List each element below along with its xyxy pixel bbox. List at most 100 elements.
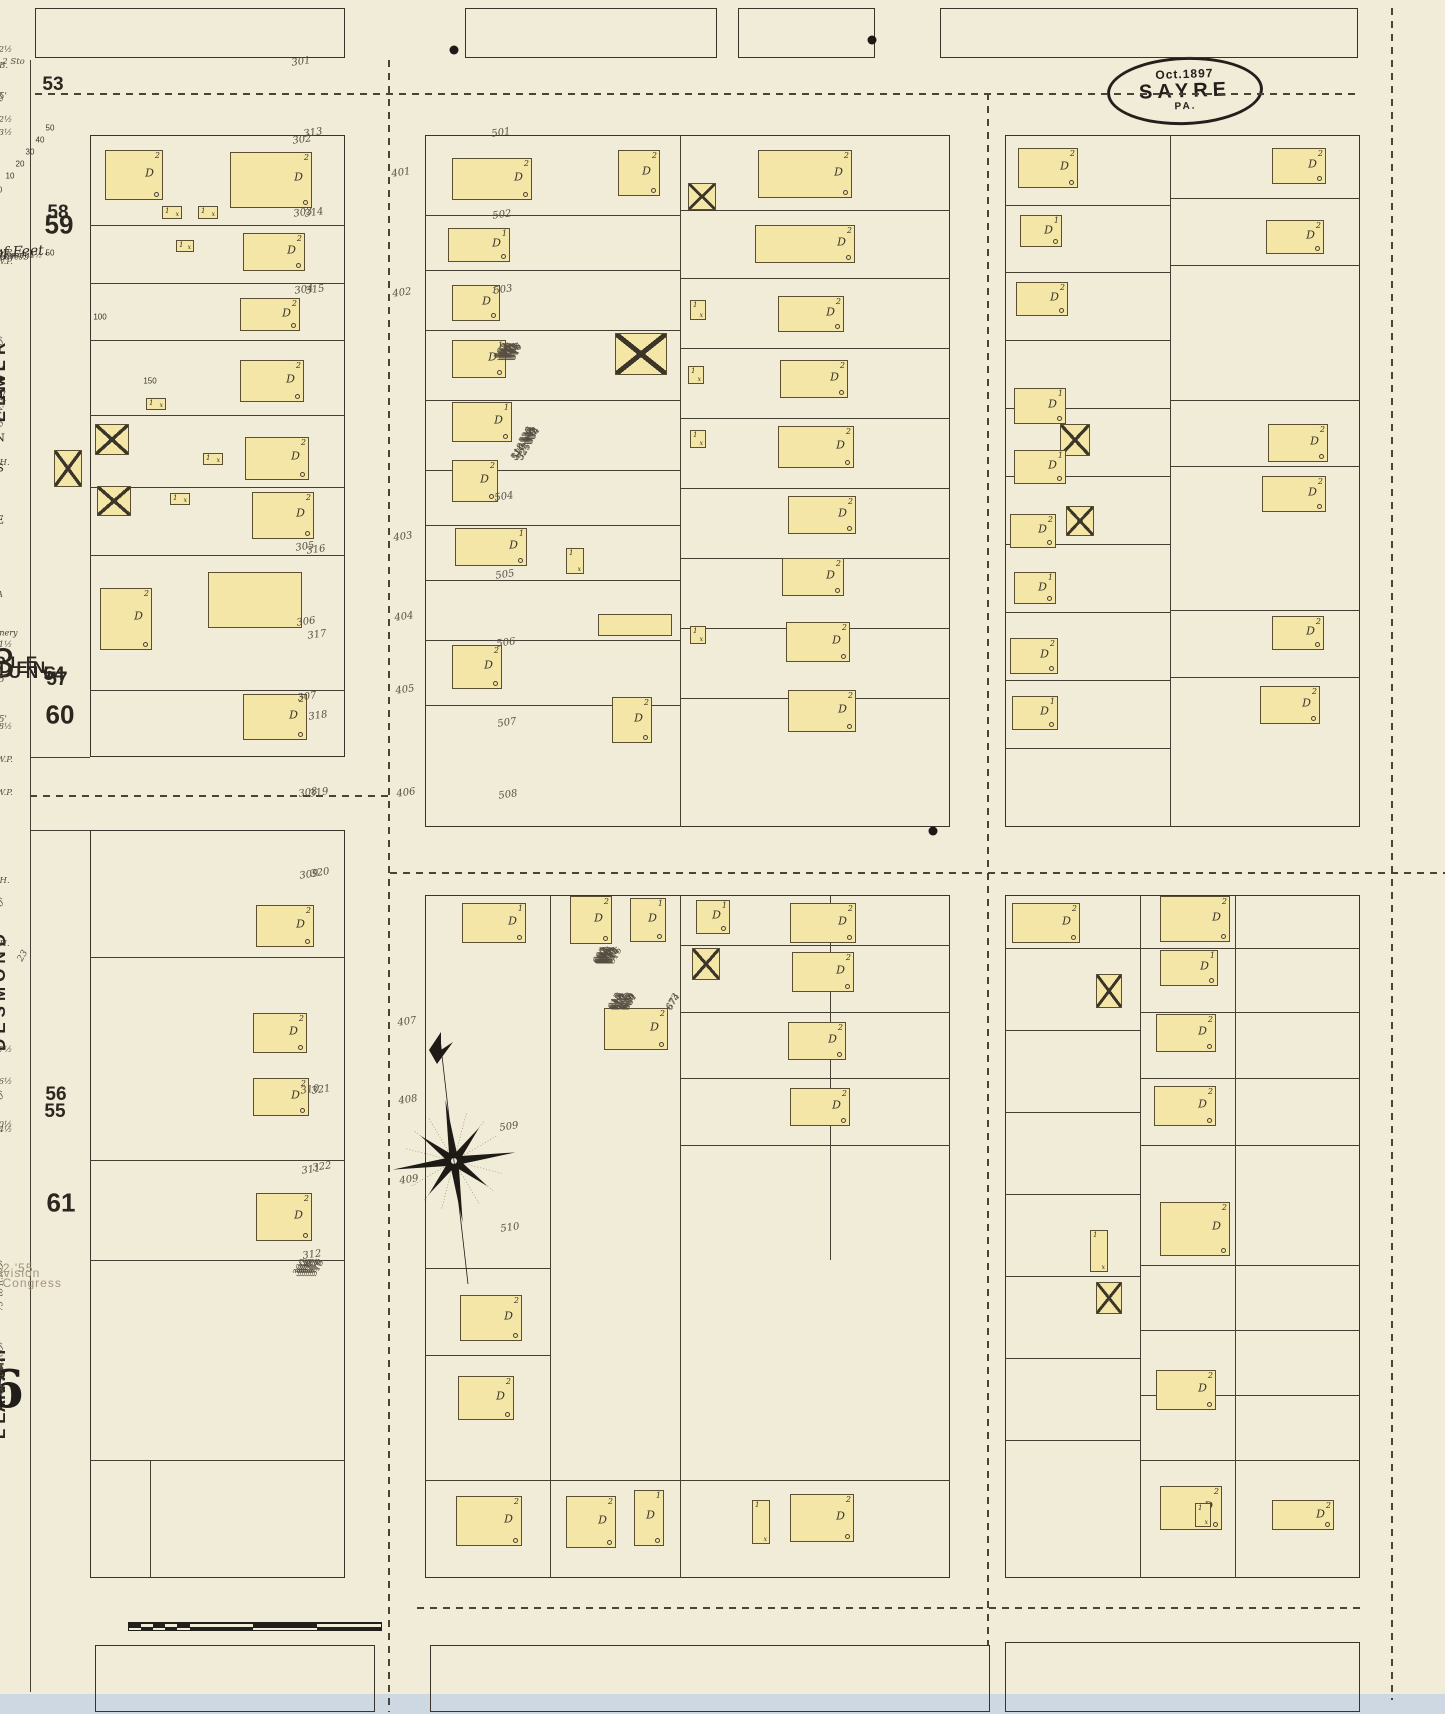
- story-count: 2: [607, 1497, 613, 1506]
- dwelling-mark: D: [830, 370, 839, 384]
- compass-letter: E: [0, 514, 4, 527]
- annotation: 608½: [0, 722, 13, 732]
- dwelling-mark: D: [296, 506, 305, 520]
- chimney-dot: [1319, 454, 1324, 459]
- story-count: 1: [657, 899, 663, 908]
- chimney-dot: [837, 1052, 842, 1057]
- chimney-dot: [501, 254, 506, 259]
- story-count: 1: [569, 549, 574, 557]
- lot-line: [90, 486, 345, 488]
- stable-mark: x: [699, 636, 703, 643]
- date-stamp: Oct.1897 SAYRE PA.: [1105, 54, 1265, 128]
- story-count: 2: [843, 151, 849, 160]
- story-count: 2: [651, 151, 657, 160]
- chimney-dot: [513, 1333, 518, 1338]
- annotation: 513½: [0, 128, 13, 138]
- lot-line: [1005, 1275, 1140, 1277]
- story-count: 2: [295, 361, 301, 370]
- lot-number: 401: [390, 166, 412, 180]
- dwelling-mark: D: [1212, 910, 1221, 924]
- lot-line: [1005, 1439, 1140, 1441]
- scale-bar-segment: [177, 1626, 190, 1628]
- chimney-dot: [846, 255, 851, 260]
- dwelling-mark: D: [289, 708, 298, 722]
- lot-line: [1140, 1077, 1360, 1079]
- lot-line: [90, 414, 345, 416]
- stable-mark: x: [183, 497, 187, 504]
- dwelling-mark: D: [838, 506, 847, 520]
- block-outline: [425, 135, 950, 827]
- chimney-dot: [651, 188, 656, 193]
- chimney-dot: [1213, 1522, 1218, 1527]
- story-count: 2: [305, 493, 311, 502]
- lot-line: [90, 956, 345, 958]
- block-outline: [90, 135, 345, 757]
- lot-line: [680, 487, 950, 489]
- dwelling-mark: D: [289, 1024, 298, 1038]
- building-label: 14' to eaves.: [0, 252, 26, 262]
- dwelling-mark: D: [1308, 157, 1317, 171]
- dwelling-mark: D: [1200, 959, 1209, 973]
- lot-line: [425, 1267, 550, 1269]
- story-count: 2: [303, 153, 309, 162]
- chimney-dot: [845, 460, 850, 465]
- lot-line: [1140, 1144, 1360, 1146]
- story-count: 2: [837, 1023, 843, 1032]
- story-count: 2: [1207, 1371, 1213, 1380]
- dwelling-mark: D: [508, 914, 517, 928]
- chimney-dot: [1047, 596, 1052, 601]
- lot-line: [680, 1077, 950, 1079]
- block-number: 59: [44, 209, 74, 240]
- lot-line: [1234, 895, 1236, 1578]
- story-count: 2: [603, 897, 609, 906]
- dwelling-mark: D: [1044, 223, 1053, 236]
- annotation: 304½: [0, 1125, 13, 1135]
- dwelling-mark: D: [836, 438, 845, 452]
- scale-tick: 30: [25, 147, 35, 157]
- water-pipe-line: [390, 872, 1445, 874]
- street-name: CHEMUNG: [0, 663, 62, 682]
- story-count: 2: [505, 1377, 511, 1386]
- scale-bar-segment: [153, 1622, 165, 1627]
- story-count: 1: [1209, 951, 1215, 960]
- story-count: 1: [173, 494, 178, 502]
- chimney-dot: [845, 1534, 850, 1539]
- stable-mark: x: [763, 1536, 767, 1543]
- lot-line: [1170, 264, 1360, 266]
- lot-line: [680, 277, 950, 279]
- story-count: 2: [305, 906, 311, 915]
- lot-line: [1005, 1029, 1140, 1031]
- loc-stamp-text: Aug 12 '55: [0, 1261, 34, 1275]
- story-count: 2: [643, 698, 649, 707]
- crossed-building: [1066, 506, 1094, 536]
- scale-bar-segment: [177, 1622, 190, 1627]
- chimney-dot: [296, 263, 301, 268]
- story-count: 1: [1057, 389, 1063, 398]
- dwelling-mark: D: [1302, 696, 1311, 710]
- scale-tick: 50: [45, 123, 55, 133]
- lot-line: [680, 417, 950, 419]
- dwelling-mark: D: [287, 243, 296, 257]
- water-pipe-line: [987, 93, 989, 1645]
- chimney-dot: [1311, 716, 1316, 721]
- lot-line: [425, 1354, 550, 1356]
- story-count: 2: [1059, 283, 1065, 292]
- annotation: 572½: [0, 45, 13, 55]
- chimney-dot: [607, 1540, 612, 1545]
- dwelling-mark: D: [1060, 159, 1069, 173]
- lot-number: 402: [391, 286, 413, 300]
